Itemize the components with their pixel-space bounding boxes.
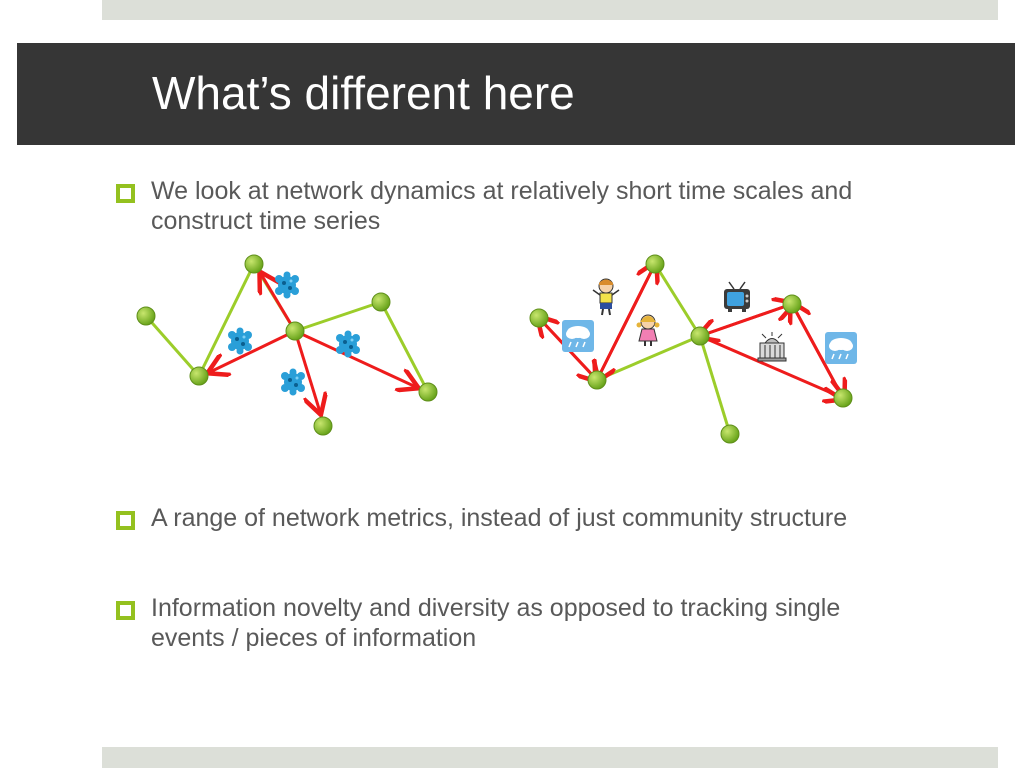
tv-icon (724, 281, 750, 312)
network-node (720, 424, 740, 444)
spread-arrow (210, 329, 296, 372)
network-node (587, 370, 607, 390)
virus-icon (228, 327, 252, 355)
right-network (529, 254, 858, 444)
spread-arrow (700, 302, 793, 336)
network-edge (294, 300, 382, 333)
spread-arrow (597, 263, 657, 380)
girl-icon (636, 314, 660, 346)
network-node (313, 416, 333, 436)
network-node (529, 308, 549, 328)
spread-arrow (293, 330, 320, 412)
bullet-text: Information novelty and diversity as opp… (151, 594, 841, 652)
bullet-item: A range of network metrics, instead of j… (116, 503, 916, 533)
bullet-square-icon (116, 601, 135, 620)
spread-arrow (294, 329, 416, 387)
building-icon (757, 332, 787, 362)
virus-icon (275, 271, 299, 299)
bullet-item: Information novelty and diversity as opp… (116, 593, 916, 653)
network-edge (653, 263, 702, 337)
slide-title: What’s different here (152, 67, 575, 119)
title-bar (17, 43, 1015, 145)
network-edge (596, 334, 701, 382)
network-edge (197, 263, 256, 377)
boy-icon (592, 278, 620, 316)
network-edge (698, 335, 732, 435)
left-network (136, 254, 438, 436)
network-node (690, 326, 710, 346)
network-node (136, 306, 156, 326)
network-node (782, 294, 802, 314)
network-node (285, 321, 305, 341)
network-node (645, 254, 665, 274)
network-edge (144, 315, 201, 377)
network-node (189, 366, 209, 386)
bullet-square-icon (116, 184, 135, 203)
virus-icon (281, 368, 305, 396)
network-node (833, 388, 853, 408)
virus-icon (336, 330, 360, 358)
spread-arrow (261, 274, 297, 332)
spread-arrow (792, 304, 845, 399)
spread-arrow (699, 334, 843, 398)
bullet-text: We look at network dynamics at relativel… (151, 177, 853, 235)
bullet-text: A range of network metrics, instead of j… (151, 504, 848, 532)
network-node (418, 382, 438, 402)
bullet-item: We look at network dynamics at relativel… (116, 176, 916, 236)
rain-cloud-icon (824, 331, 858, 365)
network-edge (379, 301, 430, 393)
top-decor-band (102, 0, 998, 20)
bottom-decor-band (102, 747, 998, 768)
network-node (371, 292, 391, 312)
network-node (244, 254, 264, 274)
rain-cloud-icon (561, 319, 595, 353)
bullet-square-icon (116, 511, 135, 530)
